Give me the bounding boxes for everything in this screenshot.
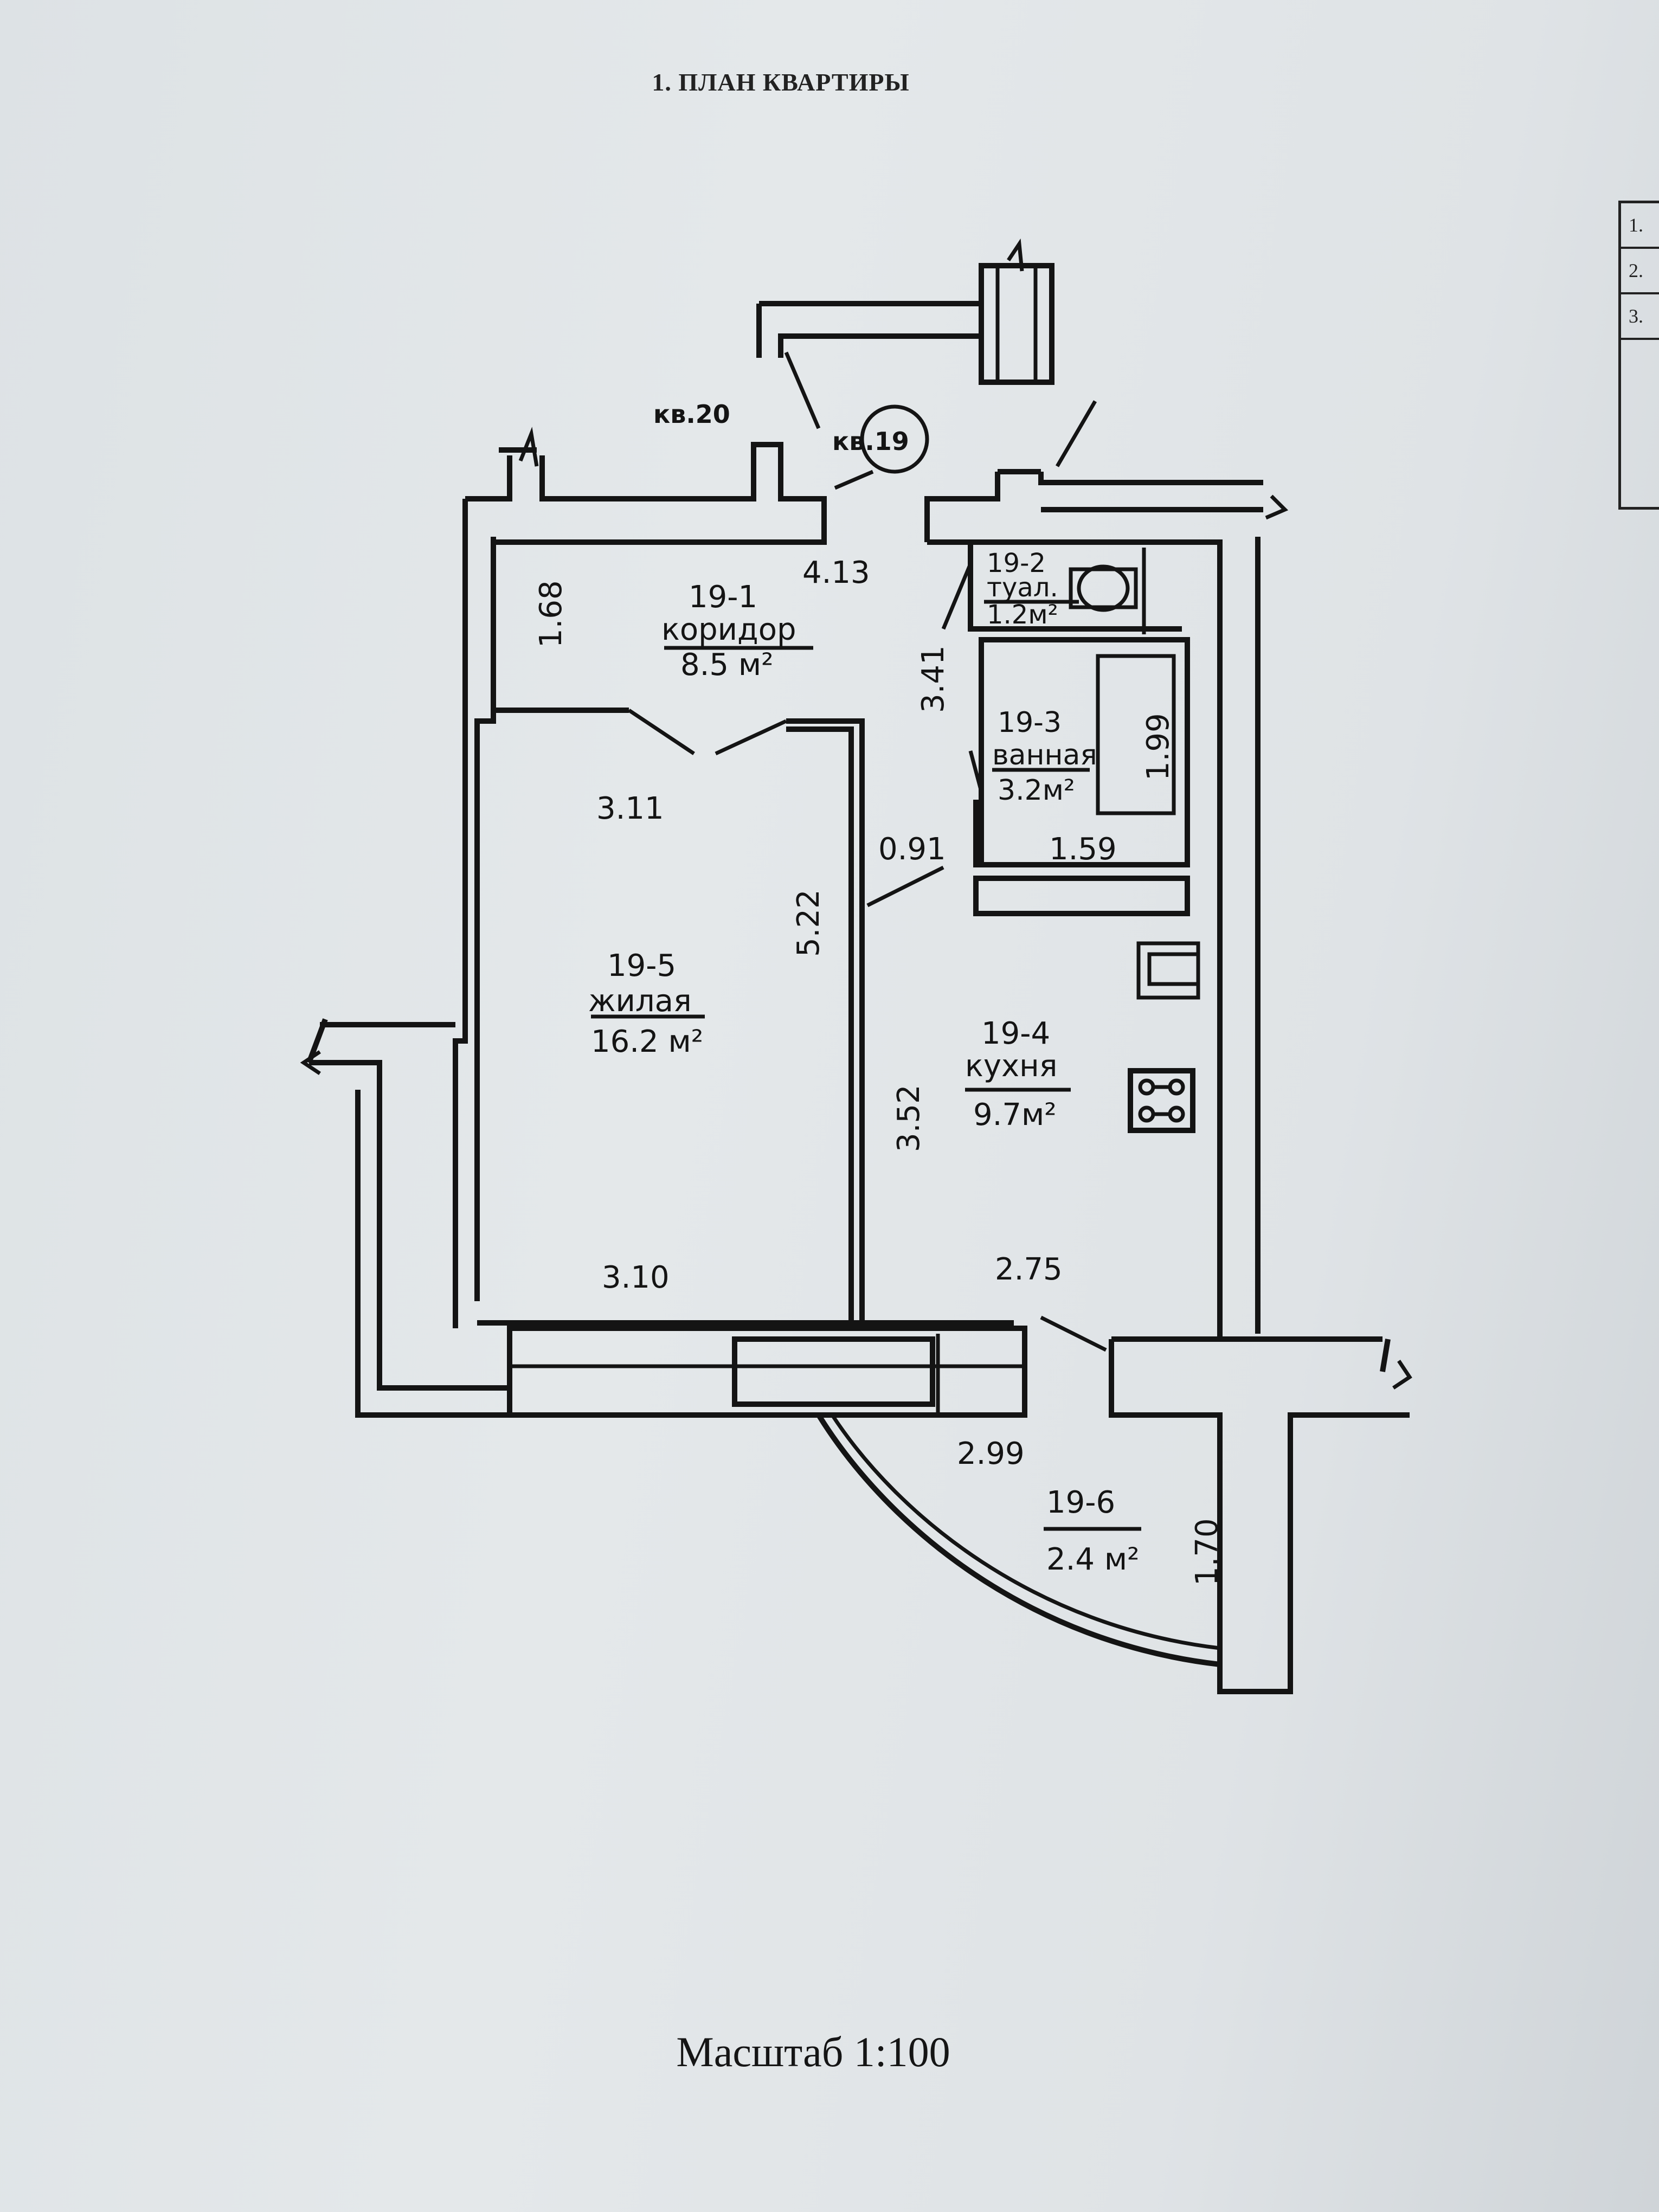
- dim-1-68: 1.68: [533, 580, 569, 648]
- room-19-3-name: ванная: [992, 739, 1097, 771]
- dimension-labels: 1.68 4.13 3.41 1.99 3.11 0.91 1.59 5.22 …: [533, 555, 1225, 1586]
- scale-label: Масштаб 1:100: [676, 2028, 950, 2075]
- dim-2-99: 2.99: [957, 1436, 1025, 1471]
- room-19-5-number: 19-5: [607, 948, 676, 983]
- room-19-3-number: 19-3: [998, 706, 1062, 739]
- interior-walls: [477, 542, 1220, 1667]
- dim-3-11: 3.11: [596, 791, 664, 826]
- dim-1-99: 1.99: [1141, 713, 1176, 781]
- side-table-fragment: 1. 2. 3.: [1618, 201, 1659, 510]
- dim-5-22: 5.22: [791, 889, 826, 957]
- room-19-1-number: 19-1: [689, 580, 757, 615]
- room-19-2-name: туал.: [987, 573, 1058, 603]
- label-apt-20: кв.20: [653, 400, 730, 429]
- dim-4-13: 4.13: [802, 555, 870, 590]
- dim-3-52: 3.52: [891, 1084, 927, 1152]
- room-19-4-number: 19-4: [981, 1016, 1050, 1051]
- room-19-2-number: 19-2: [987, 548, 1046, 578]
- side-table-row: 1.: [1621, 203, 1659, 249]
- label-apt-19: кв.19: [832, 427, 909, 456]
- side-table-row: 3.: [1621, 294, 1659, 340]
- room-19-4-area: 9.7м²: [973, 1097, 1057, 1133]
- room-19-4-name: кухня: [965, 1049, 1057, 1084]
- dim-2-75: 2.75: [995, 1252, 1063, 1287]
- dim-3-10: 3.10: [602, 1260, 670, 1295]
- dim-1-70: 1.70: [1189, 1518, 1225, 1586]
- leader-lines: [300, 238, 1412, 1390]
- side-table-row: 2.: [1621, 249, 1659, 294]
- room-19-5-area: 16.2 м²: [591, 1024, 703, 1059]
- room-19-1-name: коридор: [661, 612, 796, 647]
- neighbor-labels: кв.20 кв.19: [653, 400, 909, 456]
- room-19-1-area: 8.5 м²: [680, 647, 774, 683]
- room-19-5-name: жилая: [588, 983, 692, 1019]
- room-labels: 19-1 коридор 8.5 м² 19-2 туал. 1.2м² 19-…: [588, 548, 1141, 1577]
- exterior-walls: [306, 263, 1410, 1694]
- room-19-6-area: 2.4 м²: [1046, 1542, 1140, 1577]
- dim-0-91: 0.91: [878, 832, 946, 867]
- room-19-3-area: 3.2м²: [998, 774, 1075, 807]
- dim-1-59: 1.59: [1049, 832, 1117, 867]
- room-19-6-number: 19-6: [1046, 1485, 1115, 1520]
- page-title: 1. ПЛАН КВАРТИРЫ: [652, 68, 910, 96]
- dim-3-41: 3.41: [916, 645, 951, 713]
- room-19-2-area: 1.2м²: [987, 600, 1058, 630]
